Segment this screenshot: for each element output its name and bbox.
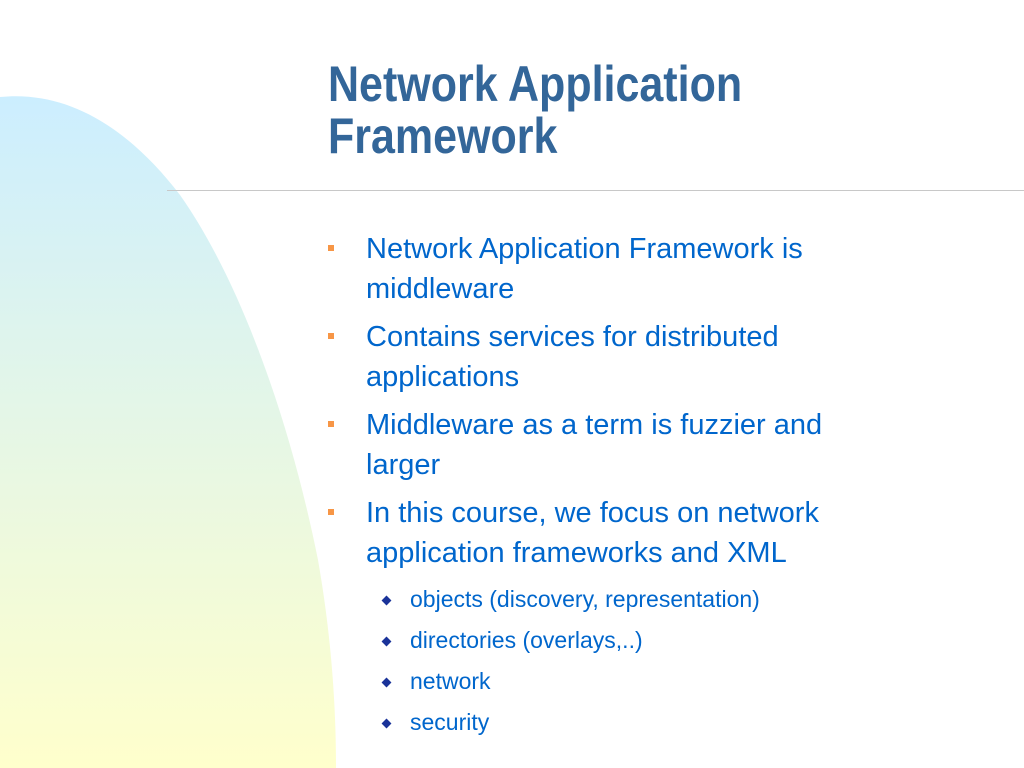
bullet-text-line-2: larger — [366, 449, 441, 481]
bullet-item: Middleware as a term is fuzzier and larg… — [328, 405, 968, 485]
sub-bullet-item: network — [366, 661, 968, 702]
diamond-bullet-icon — [381, 595, 392, 606]
bullet-text-line-2: applications — [366, 361, 520, 393]
sub-bullet-item: directories (overlays,..) — [366, 620, 968, 661]
square-bullet-icon — [328, 421, 334, 427]
bullet-list: Network Application Framework is middlew… — [328, 229, 968, 751]
diamond-bullet-icon — [381, 718, 392, 729]
bullet-item: Network Application Framework is middlew… — [328, 229, 968, 309]
sub-bullet-text: security — [410, 709, 490, 735]
square-bullet-icon — [328, 245, 334, 251]
bullet-item: Contains services for distributed applic… — [328, 317, 968, 397]
sub-bullet-text: directories (overlays,..) — [410, 627, 643, 653]
square-bullet-icon — [328, 333, 334, 339]
bullet-text-line-1: Contains services for distributed — [366, 321, 779, 353]
sub-bullet-text: objects (discovery, representation) — [410, 586, 760, 612]
bullet-text-line-1: In this course, we focus on network — [366, 497, 819, 529]
bullet-text-line-1: Network Application Framework is — [366, 233, 803, 265]
sub-bullet-text: network — [410, 668, 491, 694]
diamond-bullet-icon — [381, 636, 392, 647]
slide-title-line-1: Network Application — [328, 56, 743, 112]
diamond-bullet-icon — [381, 677, 392, 688]
sub-bullet-item: objects (discovery, representation) — [366, 579, 968, 620]
slide-title: Network Application Framework — [328, 58, 913, 162]
bullet-item: In this course, we focus on network appl… — [328, 493, 968, 743]
square-bullet-icon — [328, 509, 334, 515]
sub-bullet-list: objects (discovery, representation) dire… — [366, 579, 968, 743]
bullet-text-line-1: Middleware as a term is fuzzier and — [366, 409, 823, 441]
bullet-text-line-2: middleware — [366, 273, 515, 305]
slide-title-line-2: Framework — [328, 108, 558, 164]
sub-bullet-item: security — [366, 702, 968, 743]
bullet-text-line-2: application frameworks and XML — [366, 537, 787, 569]
title-divider — [167, 190, 1024, 191]
